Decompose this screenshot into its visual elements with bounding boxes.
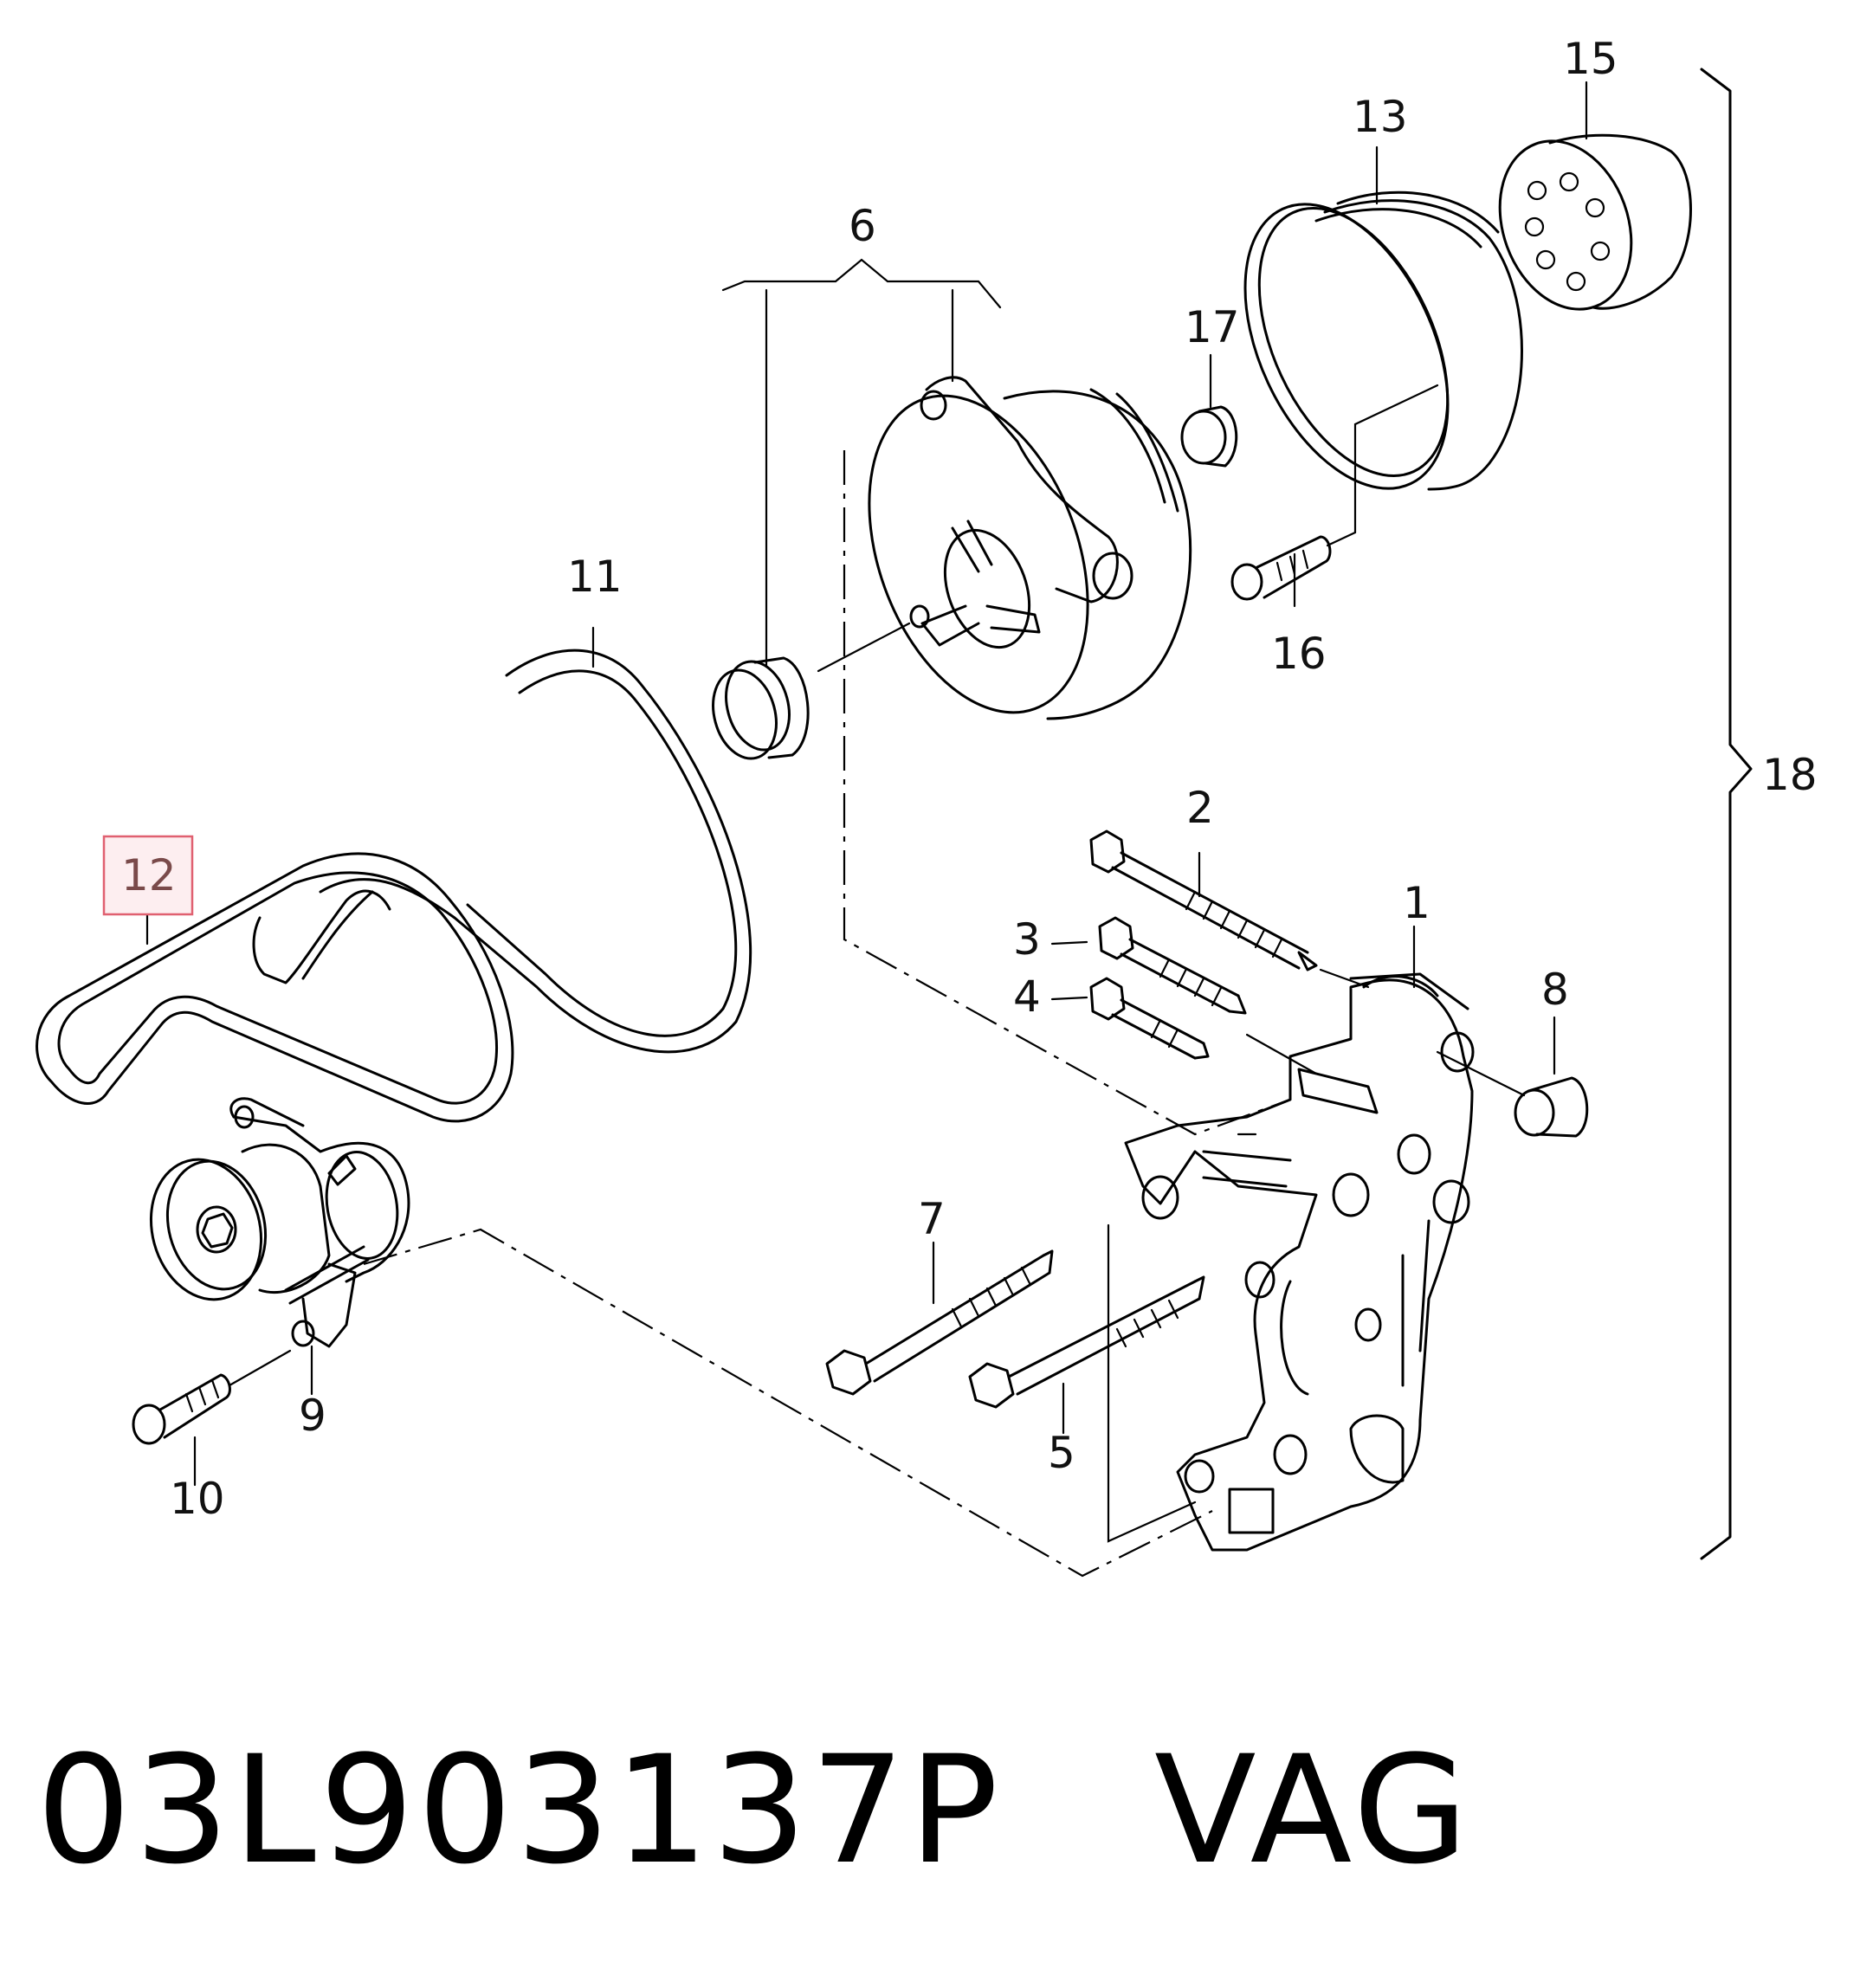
- label-16: 16: [1271, 629, 1327, 679]
- label-9: 9: [299, 1391, 326, 1441]
- highlight-box-12: [102, 835, 194, 916]
- alternator-6: [817, 376, 1192, 720]
- label-18: 18: [1762, 750, 1818, 800]
- part-number-footer: 03L903137P VAG: [36, 1723, 1472, 1897]
- assembly-lines: [363, 450, 1318, 1578]
- label-13: 13: [1353, 92, 1408, 142]
- bolt-2: [1089, 829, 1318, 971]
- coupling-15: [1498, 133, 1692, 311]
- bolt-4: [1089, 977, 1210, 1060]
- group-bracket-18: [1700, 68, 1753, 1560]
- label-1: 1: [1403, 878, 1431, 928]
- bolt-10: [132, 1349, 292, 1445]
- label-8: 8: [1541, 965, 1569, 1015]
- label-4: 4: [1013, 971, 1041, 1022]
- label-6: 6: [849, 201, 876, 251]
- label-17: 17: [1185, 302, 1240, 352]
- label-5: 5: [1048, 1428, 1075, 1478]
- bolt-5: [968, 1275, 1205, 1409]
- label-15: 15: [1563, 34, 1618, 84]
- sleeve-8: [1514, 1076, 1589, 1138]
- cap-17: [1180, 405, 1238, 468]
- ribbed-belt-12: [36, 852, 514, 1123]
- bolt-3: [1098, 916, 1247, 1015]
- ribbed-belt-11: [319, 649, 752, 1054]
- leader-lines: [145, 81, 1588, 1487]
- bolt-7: [825, 1249, 1054, 1396]
- label-10: 10: [170, 1474, 225, 1524]
- label-2: 2: [1186, 783, 1214, 833]
- label-3: 3: [1013, 914, 1041, 965]
- bolt-16: [1230, 384, 1439, 601]
- tensioner-9: [149, 1097, 410, 1348]
- pulley-13: [1243, 190, 1523, 491]
- bracket-1: [1124, 972, 1475, 1552]
- label-7: 7: [918, 1194, 946, 1244]
- label-11: 11: [567, 552, 623, 602]
- part-labels: 15 13 6 17 11 16 18 2 12 1 3 8 4 7 9 5 1…: [121, 34, 1818, 1524]
- pulley-ring-6: [712, 656, 810, 760]
- label-12: 12: [121, 850, 177, 900]
